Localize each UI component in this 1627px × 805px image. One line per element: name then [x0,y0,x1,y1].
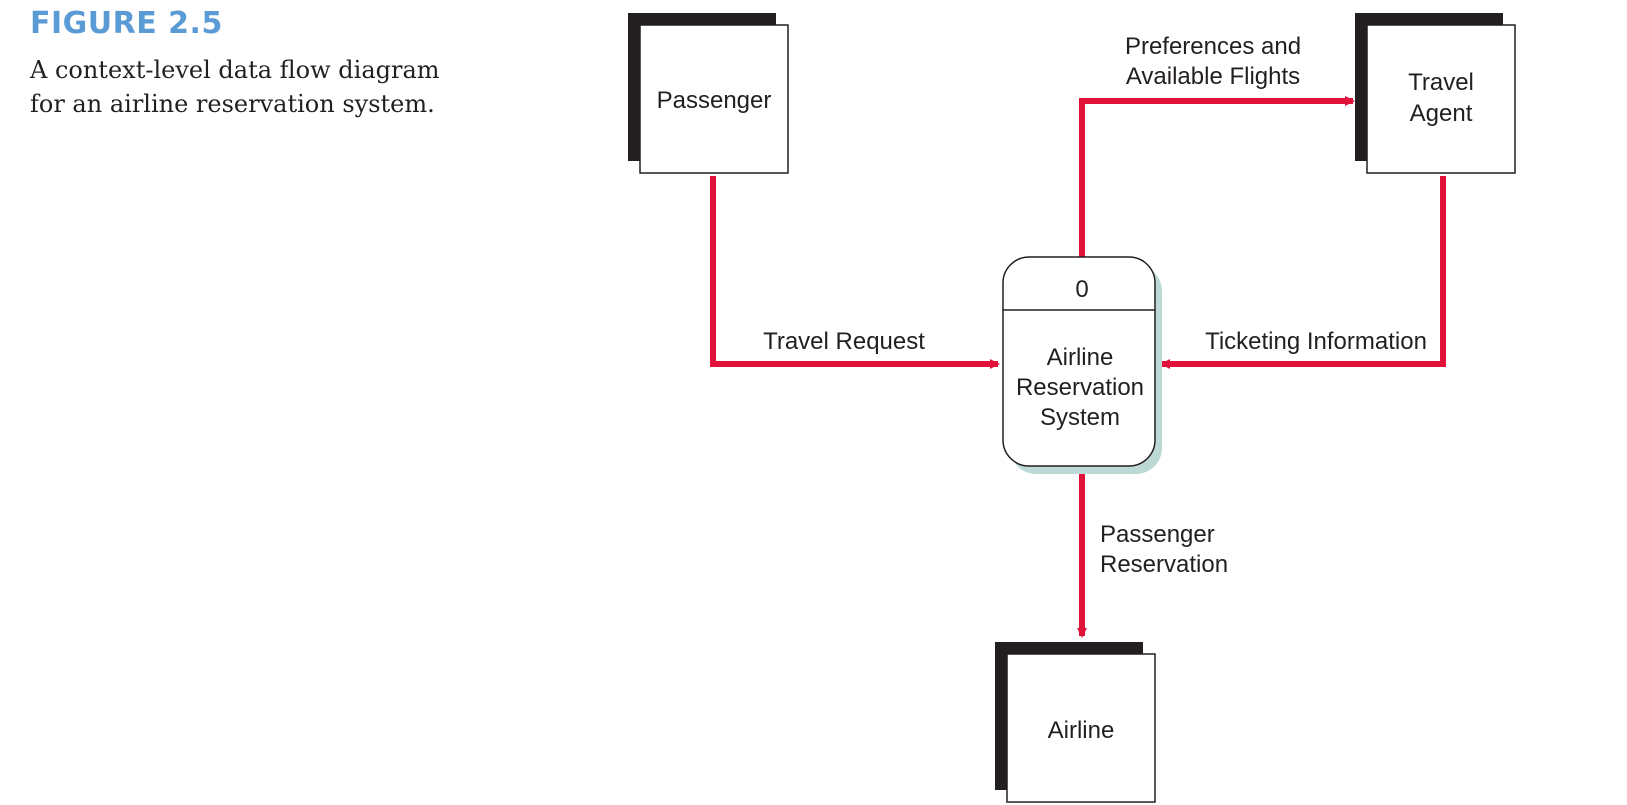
flow-labels: Travel Request Preferences and Available… [763,33,1427,578]
figure-description: A context-level data flow diagram for an… [30,53,450,121]
figure-label: FIGURE 2.5 [30,6,223,41]
caption-line-1: A context-level data flow diagram [30,56,440,84]
entity-passenger-label: Passenger [657,87,772,114]
flow-label-preferences-1: Preferences and [1125,33,1301,60]
entity-passenger: Passenger [628,13,789,174]
process-name-line-3: System [1040,404,1120,431]
flow-ticketing-line [1160,176,1446,369]
entity-airline: Airline [995,642,1156,803]
figure-caption: FIGURE 2.5 A context-level data flow dia… [30,6,450,121]
process-name-line-2: Reservation [1016,374,1144,401]
process-name-line-1: Airline [1047,344,1114,371]
caption-line-2: for an airline reservation system. [30,90,435,118]
process-airline-reservation-system: 0 Airline Reservation System [1002,256,1162,474]
entity-travel-agent-label-2: Agent [1410,100,1473,127]
entity-airline-label: Airline [1048,717,1115,744]
flow-travel-request-line [710,176,1000,369]
entity-travel-agent-label-1: Travel [1408,69,1474,96]
flow-label-reservation-2: Reservation [1100,551,1228,578]
flow-label-ticketing-information: Ticketing Information [1205,328,1427,355]
process-number: 0 [1075,276,1088,303]
entity-travel-agent: Travel Agent [1355,13,1516,174]
flow-label-travel-request: Travel Request [763,328,925,355]
flow-label-reservation-1: Passenger [1100,521,1215,548]
flow-preferences-line [1079,96,1355,257]
flow-label-preferences-2: Available Flights [1126,63,1300,90]
flow-lines [710,96,1446,638]
